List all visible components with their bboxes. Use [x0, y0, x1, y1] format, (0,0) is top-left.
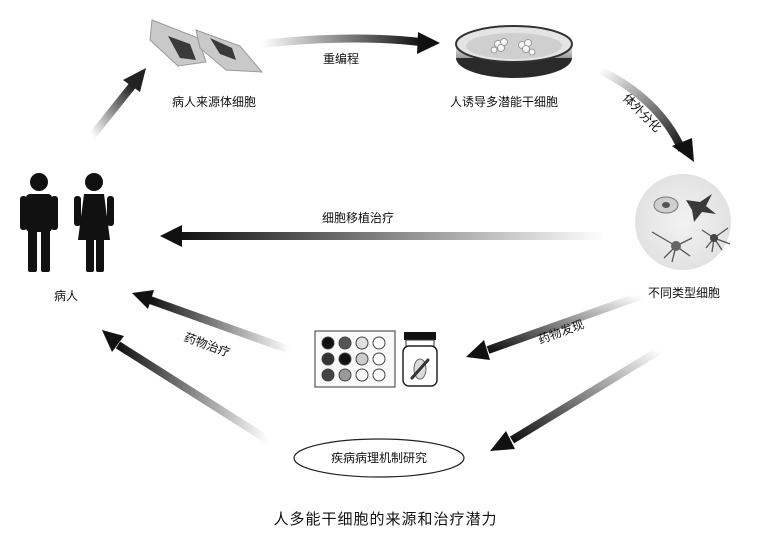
well-plate-icon [314, 330, 396, 388]
arrow-to-patient-from-mechanism [102, 330, 271, 444]
arrow-differentiation [598, 66, 694, 162]
node-label-cell-types: 不同类型细胞 [648, 286, 721, 300]
differentiated-cells-icon [635, 174, 731, 270]
patient-man-icon [20, 173, 58, 272]
arrow-reprogramming [261, 32, 440, 54]
disease-mechanism-ellipse [293, 438, 465, 478]
edge-label-cell-transplant: 细胞移植治疗 [322, 211, 395, 225]
node-label-patient-cells: 病人来源体细胞 [172, 95, 257, 109]
arrow-drug-discovery [466, 292, 642, 360]
arrow-drug-therapy [132, 290, 292, 354]
edge-label-reprogramming: 重编程 [323, 52, 360, 66]
patient-woman-icon [74, 173, 114, 272]
arrow-to-mechanism [490, 346, 663, 451]
arrow-to-somatic [88, 68, 146, 139]
somatic-cells-icon [149, 19, 264, 73]
petri-dish-icon [455, 25, 573, 78]
node-label-disease-mechanism: 疾病病理机制研究 [330, 451, 427, 465]
arrow-cell-transplant [160, 225, 605, 247]
medicine-bottle-icon [402, 332, 438, 387]
figure-caption: 人多能干细胞的来源和治疗潜力 [273, 510, 498, 528]
node-label-ipsc: 人诱导多潜能干细胞 [450, 95, 559, 109]
node-label-patient: 病人 [54, 289, 79, 303]
